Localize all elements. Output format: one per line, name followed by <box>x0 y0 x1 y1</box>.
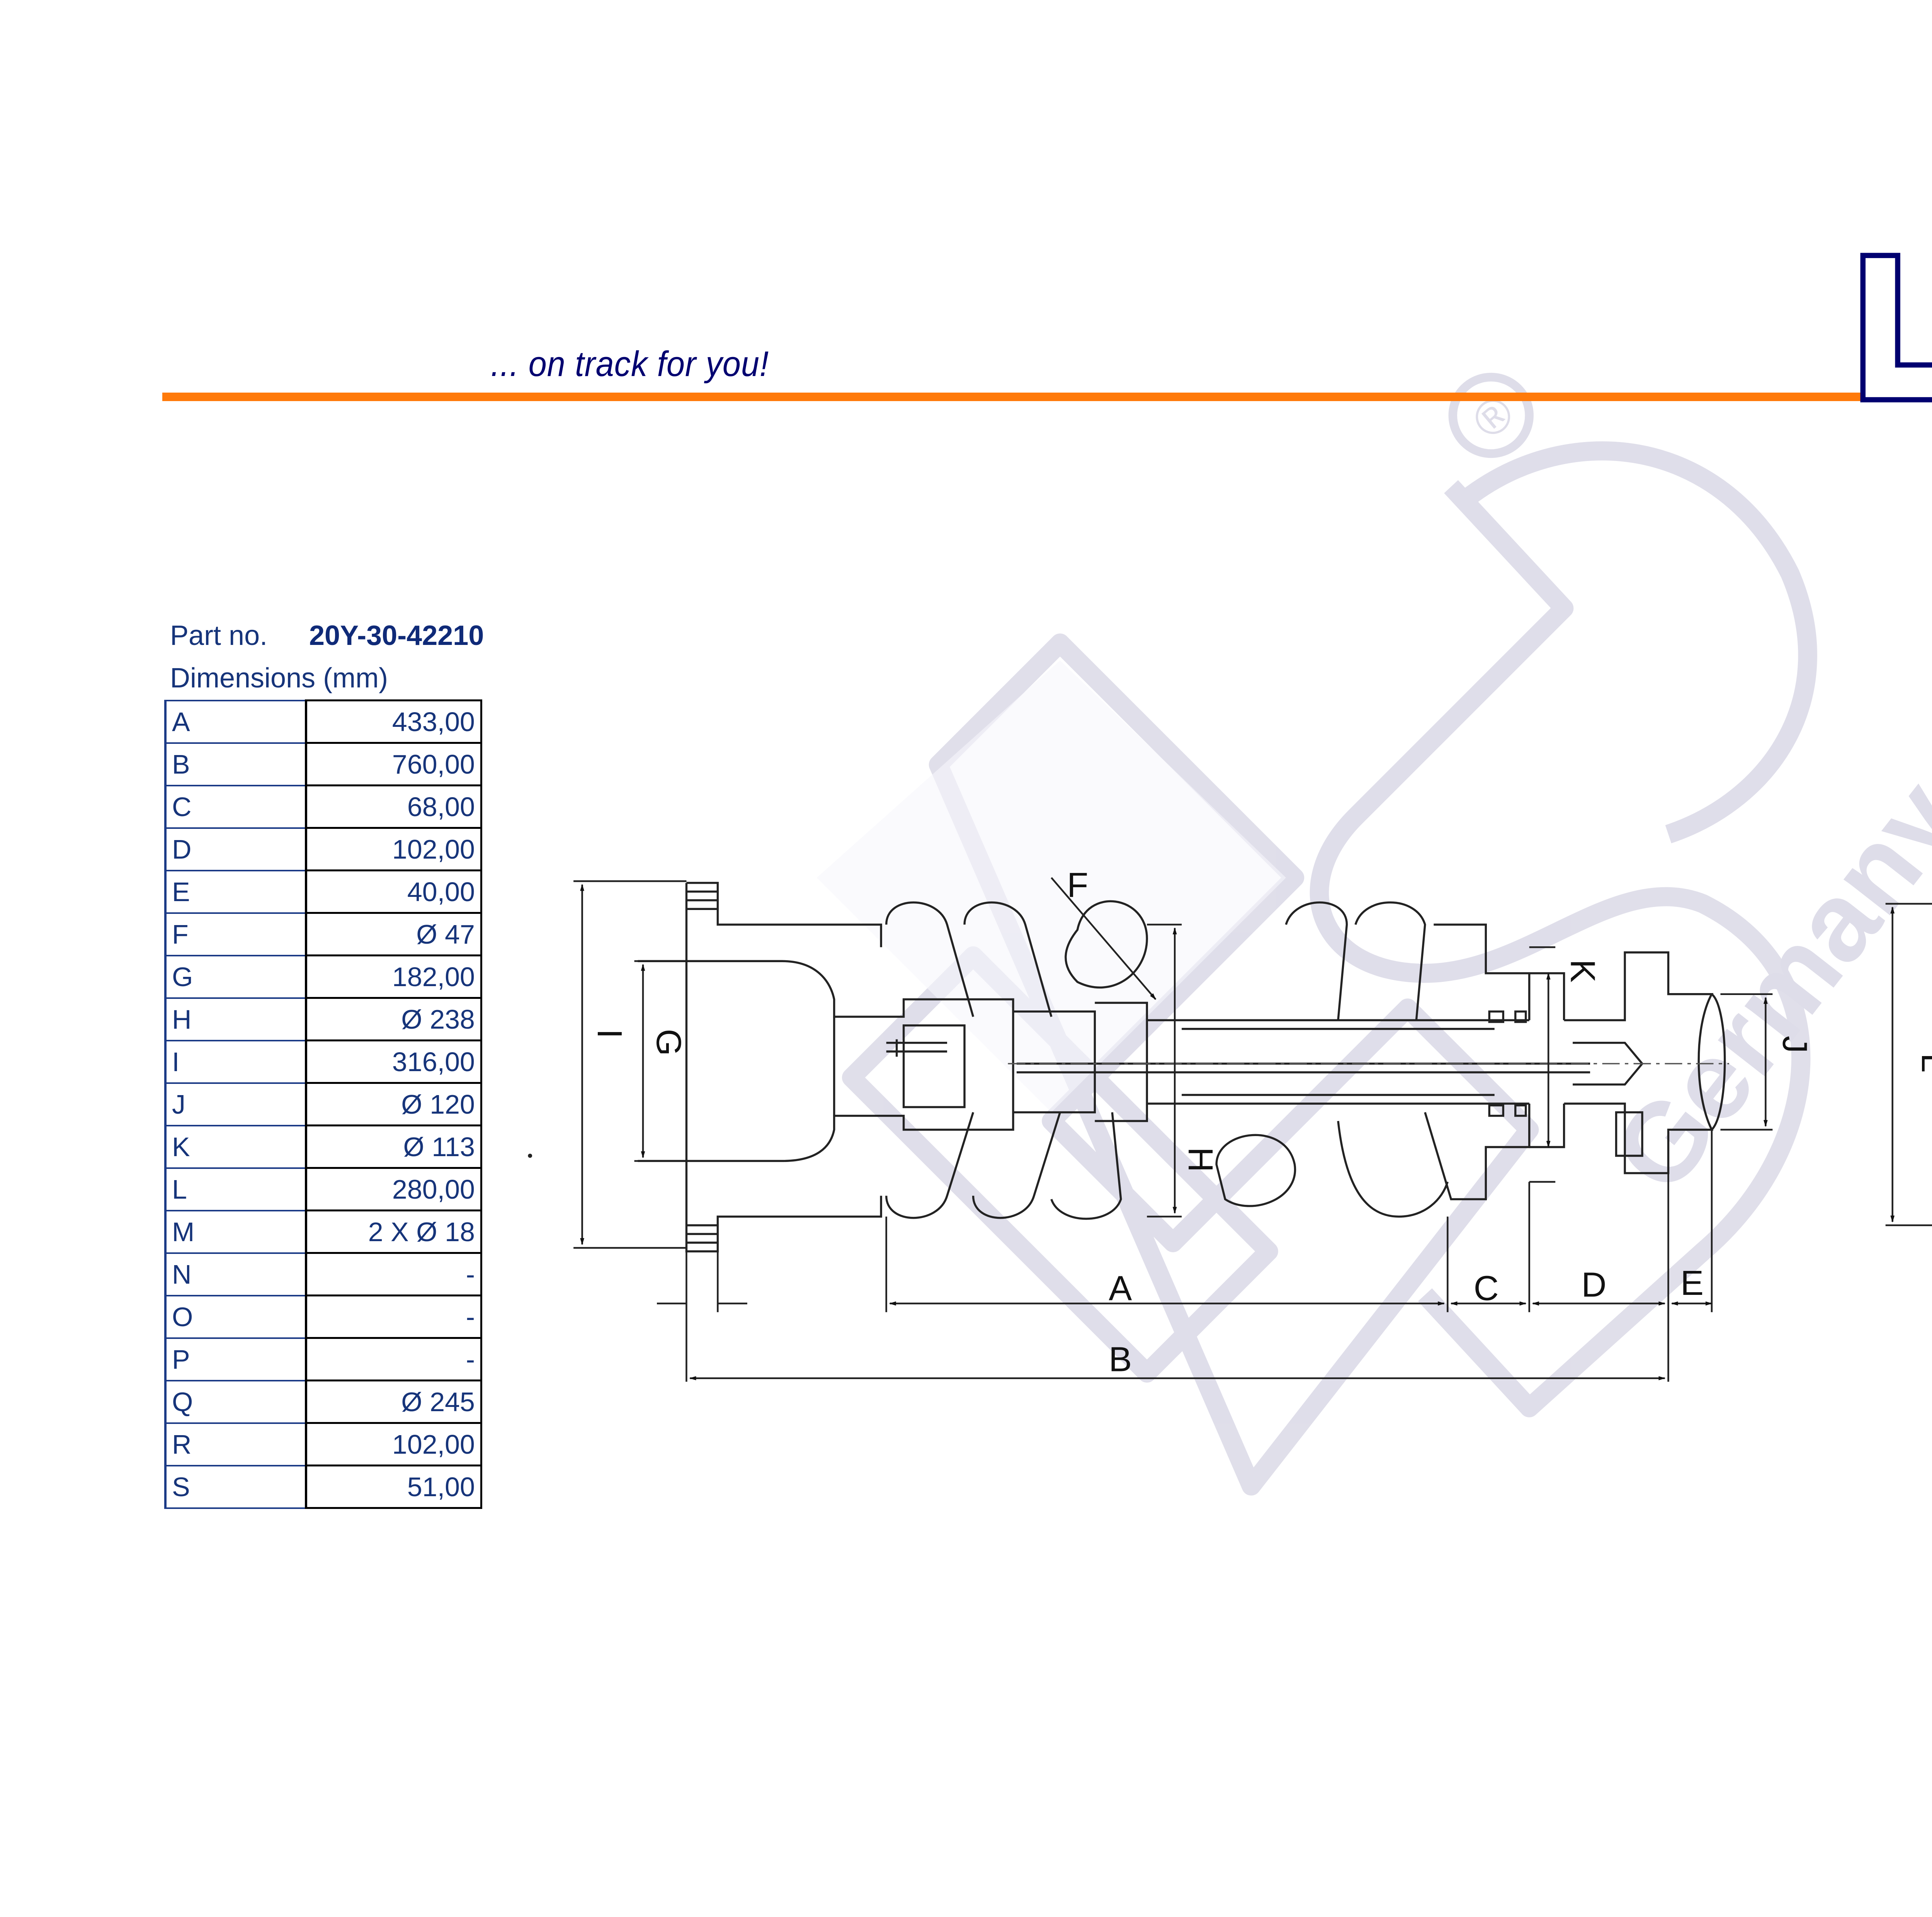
table-row: P- <box>164 1337 482 1381</box>
watermark-l-shape <box>929 633 1539 1496</box>
dim-label-j: J <box>1775 1036 1814 1053</box>
dim-label-b: B <box>1109 1340 1132 1379</box>
dimensions-title: Dimensions (mm) <box>170 663 388 694</box>
slogan: ... on track for you! <box>491 344 769 384</box>
dim-value: Ø 47 <box>305 912 482 956</box>
part-number-row: Part no. 20Y-30-42210 <box>170 614 484 657</box>
dim-key: E <box>164 869 307 914</box>
dim-key: Q <box>164 1379 307 1424</box>
side-view <box>638 882 1726 1253</box>
dim-value: - <box>305 1337 482 1381</box>
side-view-dimensions <box>573 877 1773 1382</box>
dim-key: L <box>164 1167 307 1211</box>
dim-value: 433,00 <box>305 699 482 744</box>
dim-value: 182,00 <box>305 954 482 999</box>
accent-bar <box>162 393 1932 401</box>
dim-label-h: H <box>1181 1147 1219 1172</box>
dim-value: 280,00 <box>305 1167 482 1211</box>
dim-key: P <box>164 1337 307 1381</box>
dim-key: M <box>164 1209 307 1254</box>
part-number-value: 20Y-30-42210 <box>309 620 484 651</box>
dim-label-i: I <box>590 1029 629 1039</box>
dim-key: H <box>164 997 307 1041</box>
dim-label-g: G <box>649 1029 688 1056</box>
dim-value: 316,00 <box>305 1039 482 1084</box>
dim-key: N <box>164 1252 307 1296</box>
end-view-letters: N M Q S R L <box>1914 1053 1932 1073</box>
dim-key: B <box>164 742 307 786</box>
part-number-label: Part no. <box>170 620 268 651</box>
dim-value: 51,00 <box>305 1465 482 1509</box>
dim-key: J <box>164 1082 307 1126</box>
dim-value: Ø 245 <box>305 1379 482 1424</box>
dim-key: K <box>164 1124 307 1169</box>
dim-value: 40,00 <box>305 869 482 914</box>
dim-value: 102,00 <box>305 827 482 871</box>
dim-key: O <box>164 1294 307 1339</box>
side-view-letters: A B C D E F G H I J K <box>590 866 1814 1379</box>
dim-label-a: A <box>1109 1269 1132 1308</box>
dim-label-c: C <box>1474 1269 1499 1308</box>
dim-value: 760,00 <box>305 742 482 786</box>
dim-label-d: D <box>1582 1266 1607 1304</box>
dim-key: F <box>164 912 307 956</box>
dim-value: - <box>305 1294 482 1339</box>
dim-label-k: K <box>1563 959 1602 983</box>
dim-key: G <box>164 954 307 999</box>
dim-value: 68,00 <box>305 784 482 829</box>
dim-value: Ø 120 <box>305 1082 482 1126</box>
dim-key: A <box>164 699 307 744</box>
part-info: Part no. 20Y-30-42210 Dimensions (mm) <box>170 614 484 699</box>
dim-label-l: L <box>1914 1053 1932 1073</box>
dim-key: D <box>164 827 307 871</box>
dim-label-e: E <box>1680 1264 1704 1303</box>
dim-key: I <box>164 1039 307 1084</box>
watermark-s-shape <box>1310 480 1811 1417</box>
end-view-dimensions <box>1885 903 1932 1226</box>
dim-key: C <box>164 784 307 829</box>
dim-value: 2 X Ø 18 <box>305 1209 482 1254</box>
dim-label-f: F <box>1067 866 1088 905</box>
dim-key: R <box>164 1422 307 1466</box>
dim-value: Ø 238 <box>305 997 482 1041</box>
watermark-i-shape <box>842 946 1278 1383</box>
table-row: N- <box>164 1252 482 1296</box>
dim-value: 102,00 <box>305 1422 482 1466</box>
dim-key: S <box>164 1465 307 1509</box>
logo-mark <box>1860 253 1932 403</box>
dim-value: Ø 113 <box>305 1124 482 1169</box>
dim-value: - <box>305 1252 482 1296</box>
table-row: O- <box>164 1294 482 1339</box>
